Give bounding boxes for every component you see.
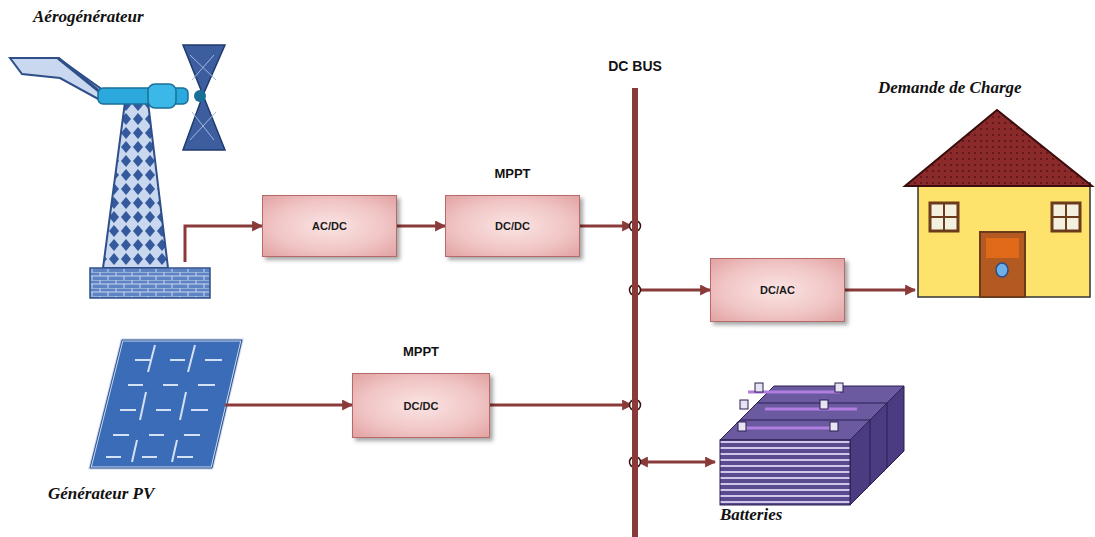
house-drawing <box>905 110 1092 297</box>
power-flow-arrow <box>490 404 632 407</box>
power-flow-arrow <box>397 225 445 228</box>
power-flow-arrow <box>185 226 262 262</box>
converter-label: DC/AC <box>760 284 795 296</box>
converter-box: AC/DC <box>262 195 397 257</box>
illustration-node: Demande de Charge <box>915 78 1090 298</box>
component-label: Batteries <box>720 505 782 525</box>
illustration-node: Batteries <box>715 355 885 530</box>
pv-panel-drawing <box>90 340 242 468</box>
wind-turbine-drawing <box>10 45 225 298</box>
mppt-heading: MPPT <box>446 166 579 181</box>
converter-box: DC/AC <box>710 258 845 322</box>
power-flow-arrow <box>225 404 352 407</box>
power-flow-arrow <box>638 461 715 464</box>
power-flow-arrow <box>638 289 710 292</box>
component-label: Générateur PV <box>48 484 154 504</box>
component-label: Aérogénérateur <box>33 7 144 27</box>
converter-label: DC/DC <box>495 220 530 232</box>
converter-box: MPPTDC/DC <box>445 195 580 257</box>
power-flow-arrow <box>845 289 915 292</box>
dc-bus-bar: DC BUS <box>632 88 638 537</box>
illustration-node: Aérogénérateur <box>5 5 185 270</box>
bus-label: DC BUS <box>582 58 688 74</box>
mppt-heading: MPPT <box>353 344 489 359</box>
illustration-node: Générateur PV <box>40 338 225 528</box>
converter-label: AC/DC <box>312 220 347 232</box>
converter-box: MPPTDC/DC <box>352 373 490 438</box>
batteries-drawing <box>720 383 904 505</box>
power-flow-arrow <box>580 225 632 228</box>
converter-label: DC/DC <box>404 400 439 412</box>
component-label: Demande de Charge <box>878 78 1022 98</box>
